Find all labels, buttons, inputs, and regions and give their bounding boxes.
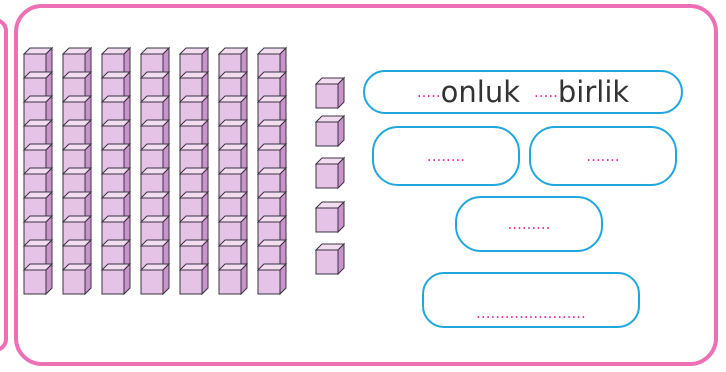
exercise-card: ..... onluk ..... birlik ........ ......… xyxy=(14,4,718,366)
ones-label: birlik xyxy=(558,75,629,109)
tens-rod xyxy=(141,48,169,294)
tens-ones-answer-row: ..... onluk ..... birlik xyxy=(363,70,683,114)
tens-blank[interactable]: ..... xyxy=(417,83,441,101)
answer-box-right-blank: ....... xyxy=(586,147,619,165)
answer-box-bottom[interactable]: ....................... xyxy=(422,272,640,328)
adjacent-card-edge xyxy=(0,18,8,352)
ones-cube xyxy=(316,158,344,188)
ones-cube xyxy=(316,116,344,146)
tens-rod xyxy=(63,48,91,294)
tens-label: onluk xyxy=(441,75,520,109)
tens-rod xyxy=(219,48,247,294)
ones-blank[interactable]: ..... xyxy=(534,83,558,101)
answer-box-left-blank: ........ xyxy=(427,147,465,165)
ones-cube xyxy=(316,78,344,108)
tens-rod xyxy=(258,48,286,294)
tens-rod xyxy=(102,48,130,294)
answer-box-right[interactable]: ....... xyxy=(529,126,677,186)
answer-box-left[interactable]: ........ xyxy=(372,126,520,186)
answer-box-middle-blank: ......... xyxy=(508,215,551,233)
tens-rod xyxy=(24,48,52,294)
base-ten-blocks xyxy=(18,8,348,308)
answer-box-middle[interactable]: ......... xyxy=(455,196,603,252)
ones-cube xyxy=(316,244,344,274)
ones-cube xyxy=(316,202,344,232)
answer-box-bottom-blank: ....................... xyxy=(476,304,586,322)
tens-rod xyxy=(180,48,208,294)
